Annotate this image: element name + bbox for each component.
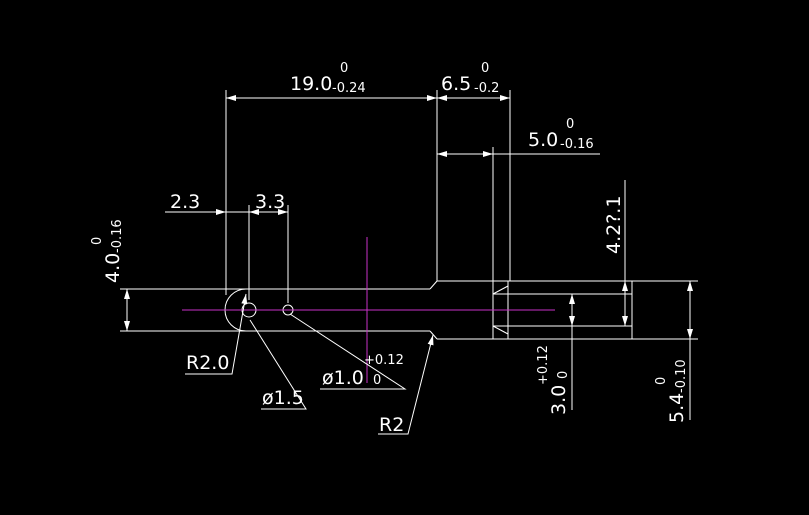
dim-dia10-lower: 0	[373, 373, 381, 388]
slot-chamfer-bottom	[492, 325, 509, 335]
slot-chamfer-top	[492, 285, 509, 295]
dim-54-upper: 0	[654, 377, 669, 385]
dim-r2: R2	[379, 414, 404, 436]
dim-65-base: 6.5	[441, 73, 471, 95]
dim-40-lower: -0.16	[110, 219, 125, 253]
dim-54-lower: -0.10	[674, 359, 689, 393]
leader-r2	[378, 334, 434, 435]
dim-50-lower: -0.16	[560, 137, 594, 152]
dim-42: 4.2?.1	[603, 196, 625, 254]
dim-19-upper: 0	[340, 61, 348, 76]
dim-23: 2.3	[170, 191, 200, 213]
dim-30-base: 3.0	[548, 385, 570, 415]
dim-40-group: 4.0 0 -0.16	[90, 219, 125, 283]
dim-54-group: 5.4 0 -0.10	[654, 359, 689, 423]
leader-dia15	[249, 319, 307, 410]
outline-top-chamfer	[429, 280, 438, 290]
dim-40-base: 4.0	[102, 253, 124, 283]
dim-50-base: 5.0	[528, 129, 558, 151]
dimension-lines	[124, 95, 693, 420]
dim-33: 3.3	[255, 191, 285, 213]
part-outline	[224, 280, 633, 340]
centerlines	[182, 237, 555, 383]
dim-30-upper: +0.12	[536, 345, 551, 385]
leader-r20	[185, 293, 248, 375]
dim-40-upper: 0	[90, 237, 105, 245]
dim-dia10-base: ø1.0	[322, 367, 364, 389]
leader-dia10	[289, 313, 407, 390]
dim-65-lower: -0.2	[474, 81, 499, 96]
dim-dia15: ø1.5	[262, 387, 304, 409]
dim-30-group: 3.0 +0.12 0	[536, 345, 571, 415]
dim-65-upper: 0	[481, 61, 489, 76]
leaders	[185, 293, 434, 435]
dim-30-lower: 0	[556, 371, 571, 379]
dim-50-upper: 0	[566, 117, 574, 132]
dim-54-base: 5.4	[666, 393, 688, 423]
dim-19-base: 19.0	[290, 73, 332, 95]
dimension-texts: 19.0 0 -0.24 6.5 0 -0.2 5.0 0 -0.16 2.3 …	[90, 61, 689, 436]
dim-r20: R2.0	[186, 352, 229, 374]
dim-42-group: 4.2?.1	[603, 196, 625, 254]
dim-19-lower: -0.24	[332, 81, 366, 96]
dim-dia10-upper: +0.12	[364, 353, 404, 368]
outline-bottom-chamfer	[429, 330, 438, 340]
